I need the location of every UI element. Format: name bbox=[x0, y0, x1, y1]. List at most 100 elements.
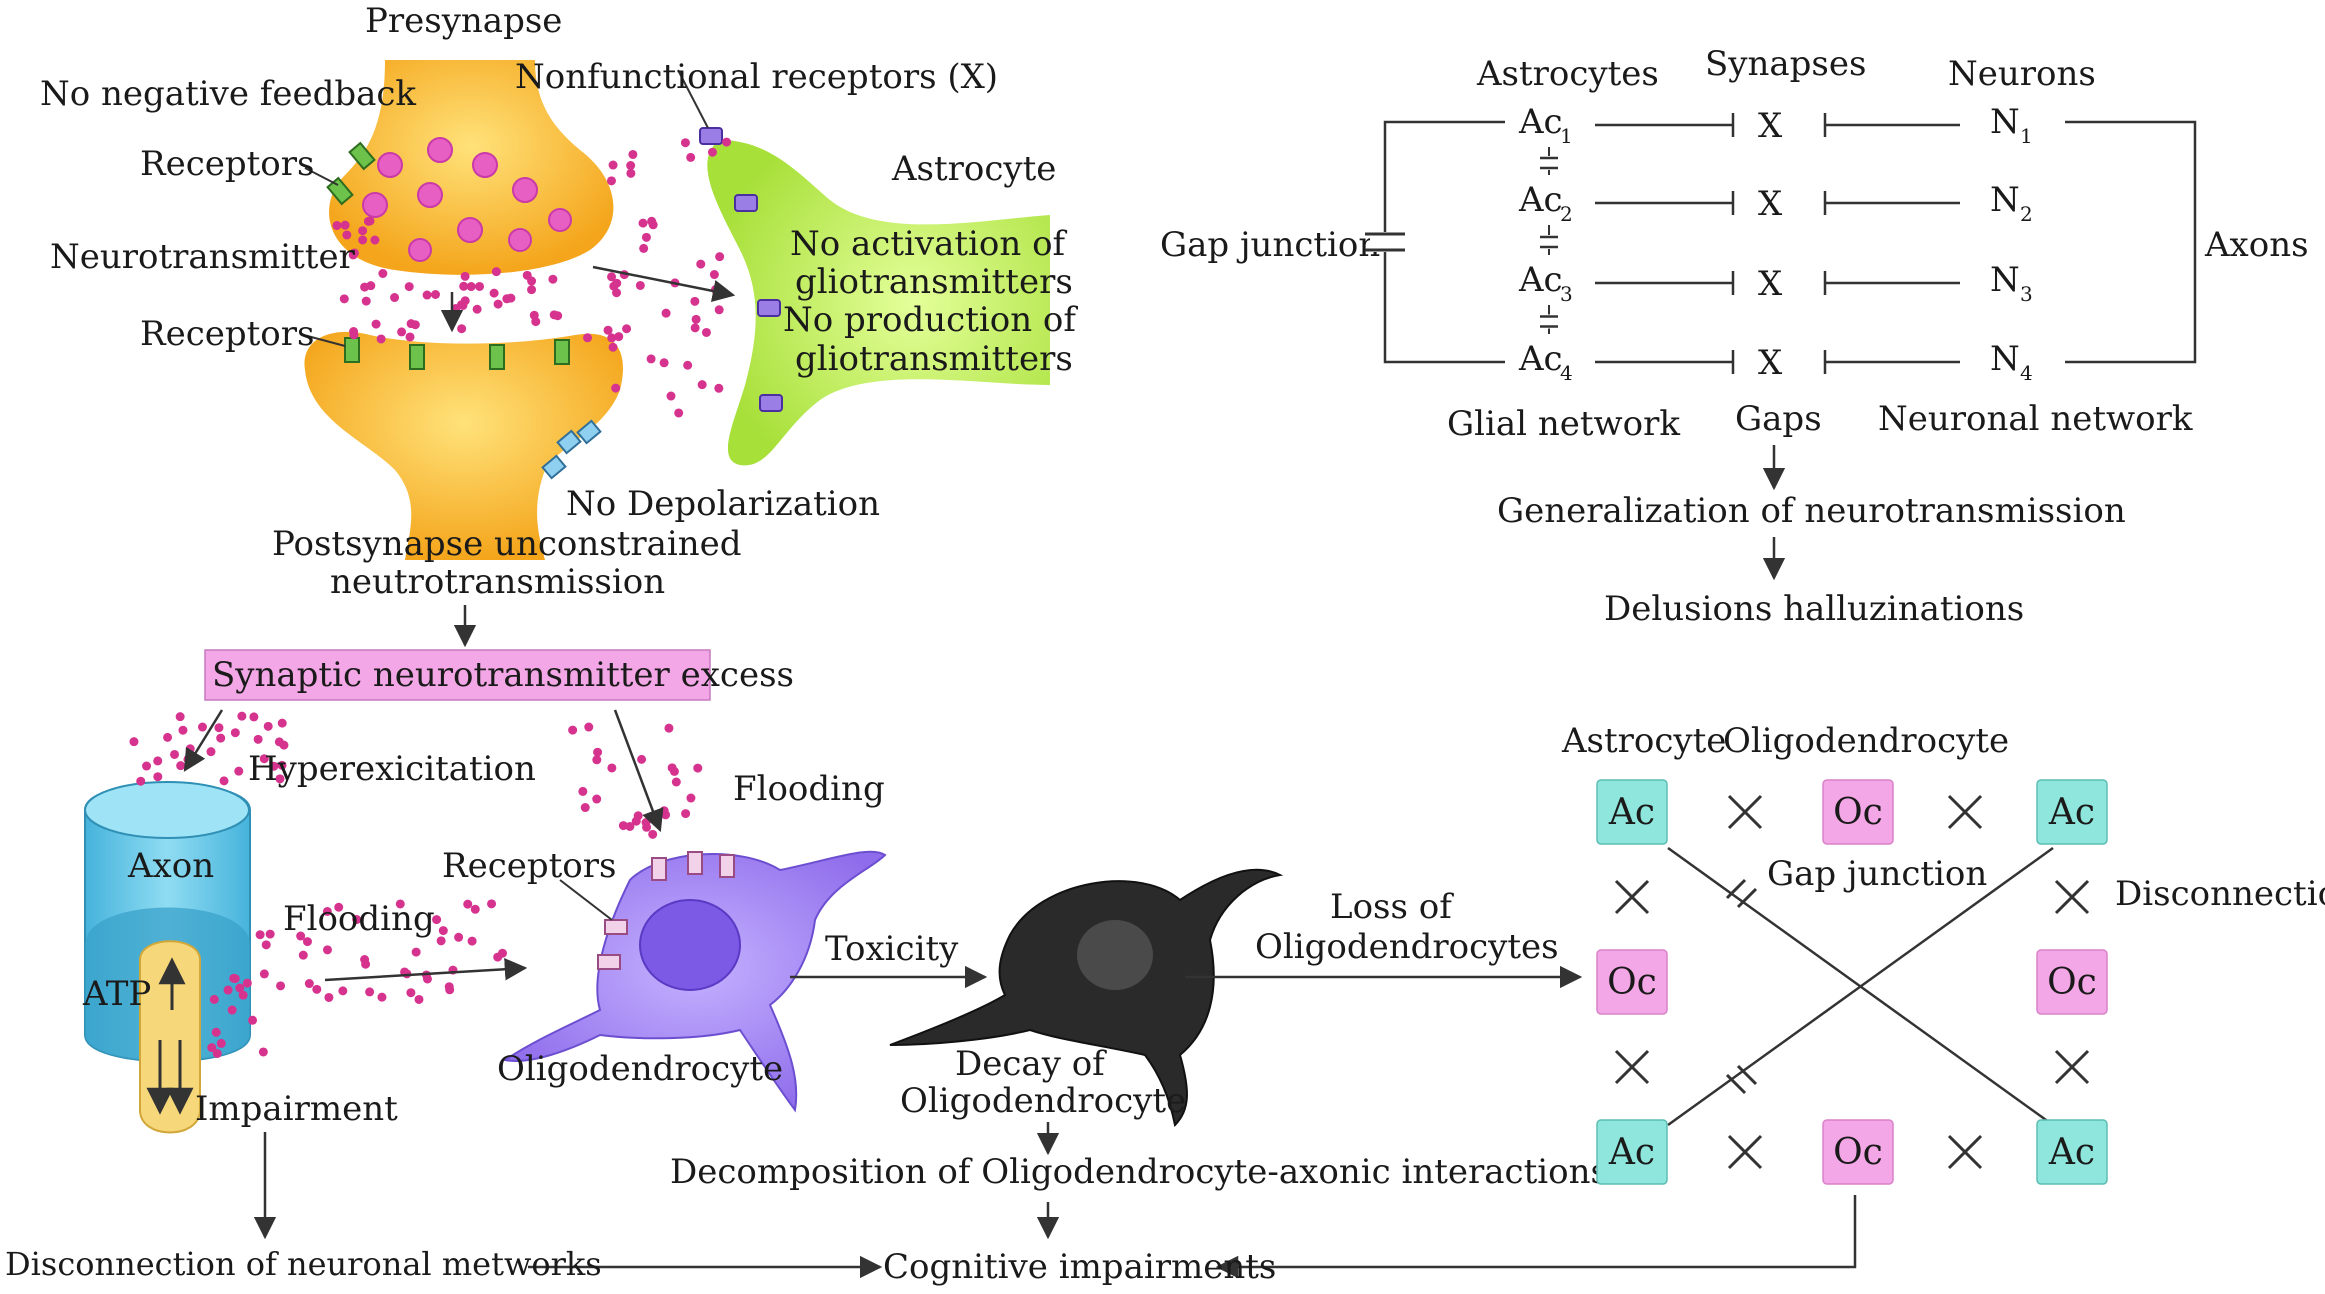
neurotransmitter-dot bbox=[176, 761, 186, 771]
neurotransmitter-dot bbox=[659, 358, 669, 368]
arrow-to-astrocyte bbox=[592, 265, 736, 303]
astrocyte-node-label: Ac bbox=[1518, 102, 1563, 142]
oligodendrocyte-box-label: Oc bbox=[1833, 792, 1883, 833]
neurotransmitter-dot bbox=[622, 324, 632, 334]
neurotransmitter-dot bbox=[366, 281, 376, 291]
neurotransmitter-dot bbox=[593, 747, 603, 757]
neuron-node-sub: 4 bbox=[2020, 361, 2033, 385]
neurotransmitter-dot bbox=[212, 1049, 222, 1059]
glial-network-label: Glial network bbox=[1447, 404, 1680, 444]
neurotransmitter-label: Neurotransmitter bbox=[50, 237, 356, 277]
neurotransmitter-dot bbox=[686, 152, 696, 162]
neurotransmitter-dot bbox=[153, 772, 163, 782]
neurotransmitter-dot bbox=[207, 1043, 217, 1053]
neurotransmitter-dot bbox=[248, 1015, 258, 1025]
neurotransmitter-dot bbox=[360, 955, 370, 965]
generalization-label: Generalization of neurotransmission bbox=[1497, 491, 2126, 531]
network-panel: Astrocytes Synapses Neurons Gap junction… bbox=[1160, 44, 2309, 629]
neurotransmitter-dot bbox=[674, 408, 684, 418]
delusions-label: Delusions halluzinations bbox=[1604, 589, 2024, 629]
synapse-x-mark: X bbox=[1758, 106, 1783, 146]
synapse-x-mark: X bbox=[1758, 264, 1783, 304]
axon-inner-tube bbox=[139, 940, 201, 1134]
neurotransmitter-dot bbox=[378, 269, 388, 279]
grid-gap-junction-label: Gap junction bbox=[1767, 854, 1987, 894]
neurotransmitter-dot bbox=[249, 712, 259, 722]
loss-label-2: Oligodendrocytes bbox=[1255, 927, 1559, 967]
neurotransmitter-dot bbox=[460, 296, 470, 306]
neurotransmitter-dot bbox=[457, 324, 467, 334]
neurotransmitter-dot bbox=[258, 1047, 268, 1057]
no-negative-feedback-label: No negative feedback bbox=[40, 74, 416, 114]
neurotransmitter-dot bbox=[697, 380, 707, 390]
postsynapse-terminal bbox=[304, 331, 623, 560]
neurotransmitter-dot bbox=[580, 803, 590, 813]
oligodendrocyte-box-label: Oc bbox=[2047, 962, 2097, 1003]
neurotransmitter-dot bbox=[406, 988, 416, 998]
oligodendrocyte-box: Oc bbox=[1822, 779, 1894, 845]
arrow-grid-to-cognitive bbox=[1215, 1195, 1857, 1279]
astrocyte-box-label: Ac bbox=[1608, 792, 1655, 833]
neurotransmitter-dot bbox=[614, 332, 624, 342]
neurotransmitter-dot bbox=[669, 766, 679, 776]
neurotransmitter-dot bbox=[707, 147, 717, 157]
neurotransmitter-dot bbox=[276, 981, 286, 991]
axon-bracket bbox=[2065, 120, 2197, 364]
neurotransmitter-dot bbox=[253, 734, 263, 744]
neurotransmitter-dot bbox=[361, 296, 371, 306]
neurotransmitter-dot bbox=[324, 992, 334, 1002]
neurotransmitter-dot bbox=[607, 272, 617, 282]
neurotransmitter-dot bbox=[352, 915, 362, 925]
neurotransmitter-dot bbox=[631, 816, 641, 826]
neurotransmitter-dot bbox=[454, 932, 464, 942]
neurotransmitter-dot bbox=[592, 794, 602, 804]
neurotransmitter-dot bbox=[338, 986, 348, 996]
neurotransmitter-dot bbox=[489, 288, 499, 298]
neurotransmitter-dot bbox=[358, 235, 368, 245]
neurotransmitter-dot bbox=[334, 902, 344, 912]
neurotransmitter-dot bbox=[197, 722, 207, 732]
astrocytes-header: Astrocytes bbox=[1476, 54, 1659, 94]
neurotransmitter-dot bbox=[641, 818, 651, 828]
neurotransmitter-dot bbox=[607, 333, 617, 343]
disconnection-mark bbox=[1727, 1134, 1763, 1170]
neurotransmitter-dot bbox=[637, 754, 647, 764]
neurotransmitter-dot bbox=[153, 756, 163, 766]
grid-oligodendrocyte-header: Oligodendrocyte bbox=[1723, 721, 2009, 761]
neurotransmitter-dot bbox=[269, 761, 279, 771]
neurotransmitter-dot bbox=[322, 906, 332, 916]
neurotransmitter-dot bbox=[491, 267, 501, 277]
disconnection-mark bbox=[1947, 794, 1983, 830]
flooding-dots bbox=[129, 711, 703, 1059]
neurotransmitter-dot bbox=[211, 1027, 221, 1037]
neurotransmitter-dot bbox=[696, 259, 706, 269]
neurotransmitter-dot bbox=[185, 744, 195, 754]
neurotransmitter-dot bbox=[142, 761, 152, 771]
neurotransmitter-dot bbox=[497, 948, 507, 958]
pointer-receptors-oligo bbox=[559, 879, 613, 921]
neurotransmitter-dot bbox=[460, 271, 470, 281]
neurotransmitter-dot bbox=[349, 330, 359, 340]
neurotransmitter-dot bbox=[647, 216, 657, 226]
neurotransmitter-dot bbox=[277, 718, 287, 728]
astrocyte-box-label: Ac bbox=[2048, 792, 2095, 833]
neurotransmitter-dot bbox=[259, 754, 269, 764]
neurotransmitter-dot bbox=[690, 296, 700, 306]
neurotransmitter-dot bbox=[348, 250, 358, 260]
postsynapse-label-1: Postsynapse unconstrained bbox=[272, 524, 742, 564]
synapse-panel: Presynapse No negative feedback Nonfunct… bbox=[40, 1, 1078, 701]
astrocyte-node-sub: 4 bbox=[1560, 361, 1573, 385]
astrocyte-node-sub: 3 bbox=[1560, 282, 1573, 306]
flooding-left-label: Flooding bbox=[283, 899, 435, 939]
axon-panel: Hyperexicitation Axon ATP Flooding Impai… bbox=[5, 709, 1857, 1287]
neurotransmitter-dot bbox=[263, 721, 273, 731]
grid-astrocyte-header: Astrocyte bbox=[1561, 721, 1726, 761]
neurotransmitter-dot bbox=[648, 829, 658, 839]
presynapse-receptors bbox=[326, 141, 376, 206]
neurotransmitter-dot bbox=[404, 282, 414, 292]
excess-label: Synaptic neurotransmitter excess bbox=[212, 655, 794, 695]
neurotransmitter-dot bbox=[549, 310, 559, 320]
hyperexcitation-label: Hyperexicitation bbox=[248, 749, 536, 789]
neurotransmitter-dot bbox=[608, 342, 618, 352]
